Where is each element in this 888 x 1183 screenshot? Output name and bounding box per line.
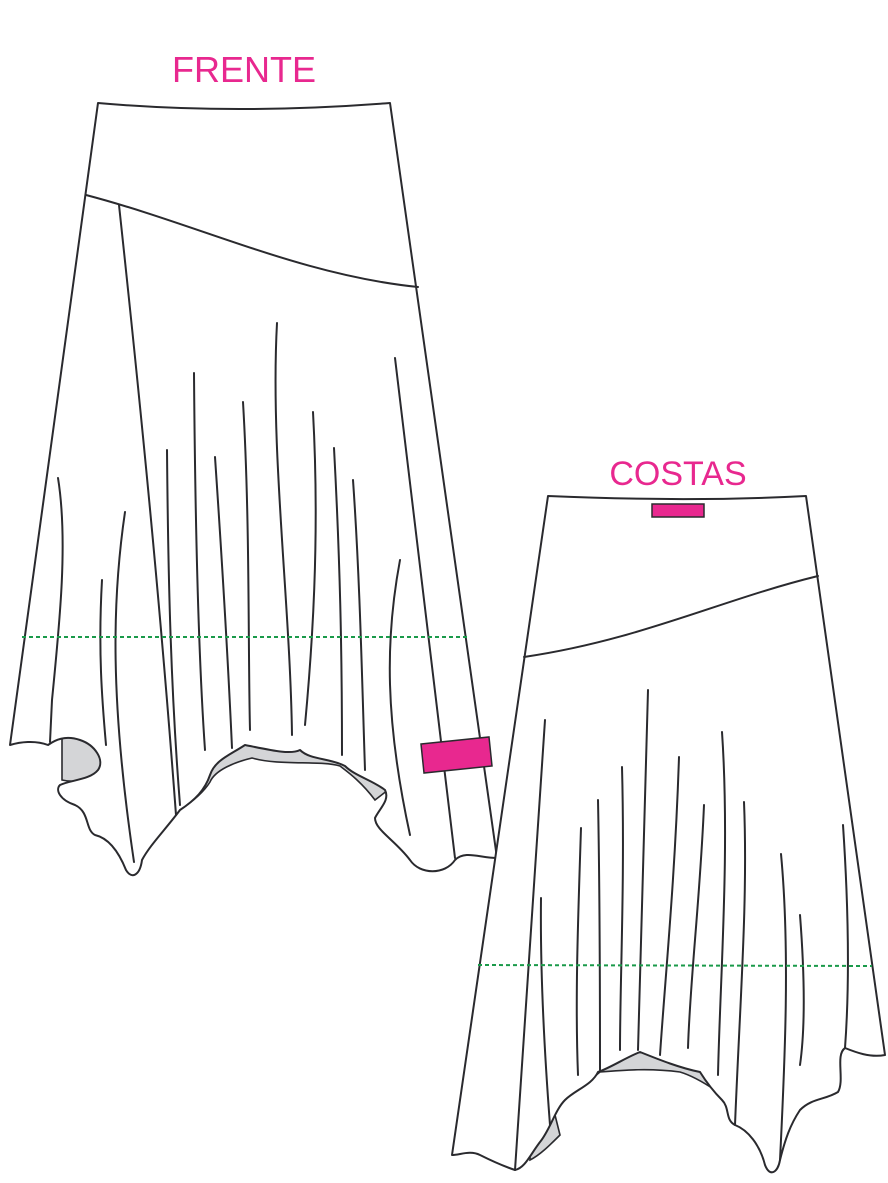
back-tag	[651, 503, 705, 518]
front-view: FRENTE	[9, 49, 498, 877]
back-pleat	[619, 766, 624, 1051]
front-pleat	[214, 456, 233, 749]
front-yoke-seam	[85, 194, 419, 288]
front-pleat	[304, 411, 317, 726]
back-title: COSTAS	[609, 455, 746, 493]
front-pleat	[274, 322, 293, 736]
front-pleat	[352, 479, 366, 771]
front-pleat	[166, 449, 181, 806]
front-pleat	[388, 559, 411, 836]
front-pleat	[114, 511, 135, 863]
front-pleat	[193, 372, 206, 751]
back-pleat	[637, 689, 649, 1051]
back-pleat	[659, 756, 680, 1056]
back-pleat	[514, 719, 546, 1171]
front-tag	[420, 736, 493, 774]
back-pleat	[799, 914, 805, 1066]
back-pleat	[717, 731, 727, 1076]
front-pleat	[99, 579, 107, 746]
front-skirt-outline	[9, 102, 498, 877]
back-pleat	[575, 827, 582, 1076]
back-view: COSTAS	[451, 455, 886, 1174]
back-pleat	[842, 824, 849, 1049]
back-pleat	[597, 799, 601, 1071]
back-length-guide	[477, 964, 873, 967]
back-pleat	[779, 853, 787, 1161]
front-panel-seam	[118, 204, 177, 816]
back-yoke-seam	[523, 575, 819, 658]
front-pleat	[333, 447, 343, 756]
back-pleat	[539, 897, 551, 1126]
back-pleat	[687, 804, 705, 1049]
front-title: FRENTE	[172, 49, 316, 90]
front-pleat	[394, 357, 456, 859]
back-skirt-outline	[451, 495, 886, 1174]
front-pleat	[242, 401, 251, 731]
front-pleat	[49, 477, 64, 743]
back-pleat	[734, 801, 747, 1126]
